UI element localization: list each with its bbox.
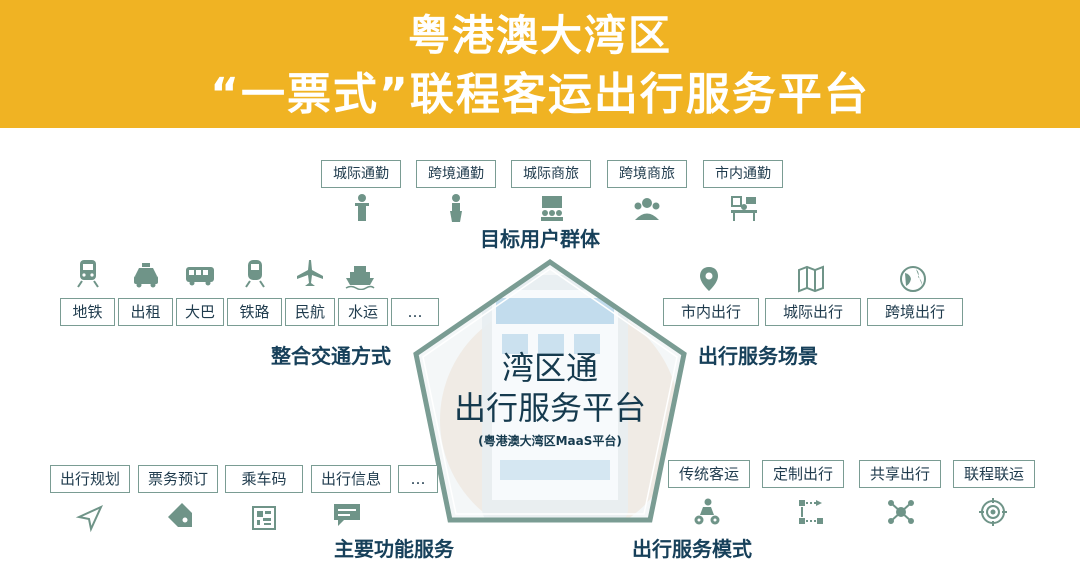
motorbike-rider-icon [692,497,722,527]
route-flow-icon [796,497,826,527]
center-note: (粤港澳大湾区MaaS平台) [478,434,622,448]
title-line-2: “一票式”联程客运出行服务平台 [210,69,870,120]
mode-box-taxi: 出租 [118,298,173,326]
user-box-city-commute: 市内通勤 [703,160,783,188]
service-box-customized: 定制出行 [762,460,844,488]
heading-transport-modes: 整合交通方式 [271,344,391,368]
metro-icon [73,258,103,288]
office-desk-icon [729,193,759,223]
user-box-crossborder-business: 跨境商旅 [607,160,687,188]
map-icon [796,264,826,294]
function-box-travel-info: 出行信息 [311,465,391,493]
heading-target-users: 目标用户群体 [480,227,600,251]
center-title: 湾区通 [501,349,598,387]
title-banner: 粤港澳大湾区 “一票式”联程客运出行服务平台 [0,0,1080,128]
function-box-ticket-booking: 票务预订 [138,465,218,493]
function-box-ride-code: 乘车码 [225,465,303,493]
meeting-group-icon [537,193,567,223]
function-box-more: … [398,465,438,493]
scene-box-intercity: 城际出行 [765,298,861,326]
person-standing-icon [347,193,377,223]
taxi-icon [131,260,161,290]
heading-main-functions: 主要功能服务 [334,537,454,561]
user-box-crossborder-commute: 跨境通勤 [416,160,496,188]
location-pin-icon [694,264,724,294]
mode-box-aviation: 民航 [285,298,335,326]
group-people-icon [632,193,662,223]
user-box-intercity-business: 城际商旅 [511,160,591,188]
center-subtitle: 出行服务平台 [453,389,646,427]
service-box-shared: 共享出行 [859,460,941,488]
ticket-tag-icon [165,500,195,530]
message-icon [332,500,362,530]
mode-box-coach: 大巴 [176,298,224,326]
service-box-multimodal: 联程联运 [953,460,1035,488]
mode-box-metro: 地铁 [60,298,115,326]
person-podium-icon [441,193,471,223]
scene-box-crossborder: 跨境出行 [867,298,963,326]
mode-box-waterway: 水运 [338,298,388,326]
service-box-traditional: 传统客运 [668,460,750,488]
target-hub-icon [978,497,1008,527]
mode-box-more: … [391,298,439,326]
train-icon [240,258,270,288]
heading-service-modes: 出行服务模式 [632,537,752,561]
navigation-arrow-icon [75,503,105,533]
ship-icon [345,260,375,290]
scene-box-city: 市内出行 [663,298,759,326]
qr-code-icon [249,503,279,533]
globe-icon [898,264,928,294]
function-box-trip-planning: 出行规划 [50,465,130,493]
airplane-icon [295,258,325,288]
bus-icon [185,260,215,290]
heading-travel-scenes: 出行服务场景 [698,344,818,368]
mode-box-rail: 铁路 [227,298,282,326]
user-box-intercity-commute: 城际通勤 [321,160,401,188]
shared-network-icon [886,497,916,527]
title-line-1: 粤港澳大湾区 [407,11,672,60]
